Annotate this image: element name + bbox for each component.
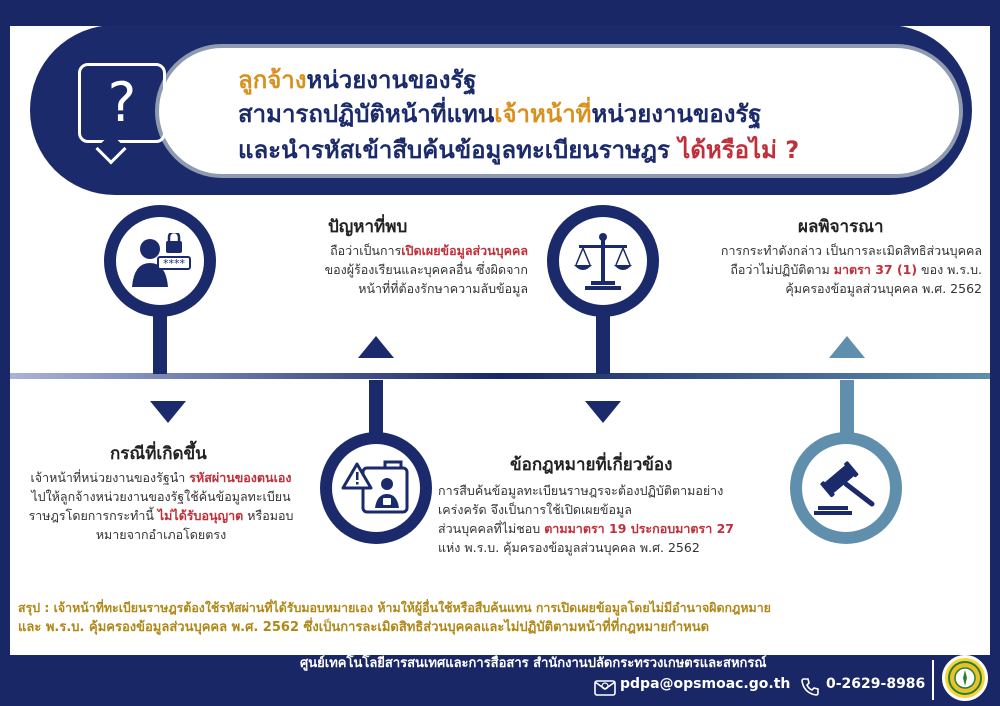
- result-heading: ผลพิจารณา: [798, 217, 884, 237]
- problem-line-3: หน้าที่ที่ต้องรักษาความลับข้อมูล: [358, 281, 528, 296]
- problem-line-2: ของผู้ร้องเรียนและบุคคลอื่น ซึ่งผิดจาก: [324, 262, 528, 277]
- result-line-2: ถือว่าไม่ปฏิบัติตาม มาตรา 37 (1) ของ พ.ร…: [730, 262, 982, 277]
- stem-1: [153, 316, 167, 374]
- result-line-1: การกระทำดังกล่าว เป็นการละเมิดสิทธิส่วนบ…: [720, 243, 982, 258]
- problem-line-1: ถือว่าเป็นการเปิดเผยข้อมูลส่วนบุคคล: [330, 243, 528, 258]
- gavel-icon: [802, 444, 890, 532]
- law-body: การสืบค้นข้อมูลทะเบียนราษฎรจะต้องปฏิบัติ…: [438, 481, 778, 557]
- law-heading: ข้อกฎหมายที่เกี่ยวข้อง: [510, 455, 673, 475]
- law-line-3: ส่วนบุคคลที่ไม่ชอบ ตามมาตรา 19 ประกอบมาต…: [438, 521, 735, 536]
- phone-icon: [800, 677, 820, 701]
- stem-4: [840, 380, 854, 440]
- law-line-1: การสืบค้นข้อมูลทะเบียนราษฎรจะต้องปฏิบัติ…: [438, 483, 724, 498]
- ministry-logo-icon: [942, 655, 988, 701]
- title-line-1: ลูกจ้างหน่วยงานของรัฐ: [238, 66, 477, 94]
- stem-2: [596, 316, 610, 374]
- case-heading: กรณีที่เกิดขึ้น: [110, 444, 207, 464]
- document-warning-circle: [320, 432, 432, 544]
- result-body: การกระทำดังกล่าว เป็นการละเมิดสิทธิส่วนบ…: [676, 241, 982, 298]
- footer-separator: [932, 660, 934, 700]
- summary-line-1: สรุป : เจ้าหน้าที่ทะเบียนราษฎรต้องใช้รหั…: [18, 600, 771, 615]
- title-line-2: สามารถปฏิบัติหน้าที่แทนเจ้าหน้าที่หน่วยง…: [238, 100, 762, 128]
- result-line-3: คุ้มครองข้อมูลส่วนบุคคล พ.ศ. 2562: [785, 281, 982, 296]
- scales-of-justice-icon: [559, 217, 647, 305]
- user-password-circle: ****: [104, 205, 216, 317]
- footer-org-name: ศูนย์เทคโนโลยีสารสนเทศและการสื่อสาร สำนั…: [300, 656, 767, 671]
- left-frame-bar: [0, 0, 10, 655]
- title-line-3: และนำรหัสเข้าสืบค้นข้อมูลทะเบียนราษฎร ได…: [238, 136, 800, 164]
- footer-email[interactable]: pdpa@opsmoac.go.th: [620, 676, 791, 692]
- arrow-down-2: [585, 401, 621, 423]
- top-frame-bar: [0, 0, 1000, 26]
- question-mark: ?: [107, 71, 137, 134]
- footer: [0, 655, 1000, 706]
- email-icon: [594, 678, 616, 700]
- arrow-up-1: [358, 336, 394, 358]
- case-line-1: เจ้าหน้าที่หน่วยงานของรัฐนำ รหัสผ่านของต…: [30, 470, 292, 485]
- right-frame-bar: [990, 0, 1000, 655]
- timeline-divider: [10, 373, 990, 379]
- title-banner-inner: [155, 44, 963, 178]
- user-password-icon: ****: [116, 217, 204, 305]
- case-body: เจ้าหน้าที่หน่วยงานของรัฐนำ รหัสผ่านของต…: [12, 468, 310, 544]
- speech-bubble-question-icon: [78, 63, 166, 143]
- arrow-down-1: [150, 401, 186, 423]
- document-warning-icon: [332, 444, 420, 532]
- footer-phone[interactable]: 0-2629-8986: [826, 676, 926, 692]
- problem-body: ถือว่าเป็นการเปิดเผยข้อมูลส่วนบุคคล ของผ…: [268, 241, 528, 298]
- law-line-4: แห่ง พ.ร.บ. คุ้มครองข้อมูลส่วนบุคคล พ.ศ.…: [438, 540, 700, 555]
- stem-3: [369, 380, 383, 440]
- gavel-circle: [790, 432, 902, 544]
- case-line-3: ราษฎรโดยการกระทำนี้ ไม่ได้รับอนุญาต หรือ…: [28, 508, 294, 523]
- svg-text:****: ****: [163, 257, 186, 270]
- summary-line-2: และ พ.ร.บ. คุ้มครองข้อมูลส่วนบุคคล พ.ศ. …: [18, 620, 710, 635]
- case-line-2: ไปให้ลูกจ้างหน่วยงานของรัฐใช้ค้นข้อมูลทะ…: [31, 489, 291, 504]
- arrow-up-2: [829, 336, 865, 358]
- scales-circle: [547, 205, 659, 317]
- case-line-4: หมายจากอำเภอโดยตรง: [95, 527, 227, 542]
- problem-heading: ปัญหาที่พบ: [328, 217, 408, 237]
- law-line-2: เคร่งครัด จึงเป็นการใช้เปิดเผยข้อมูล: [438, 502, 632, 517]
- summary: สรุป : เจ้าหน้าที่ทะเบียนราษฎรต้องใช้รหั…: [18, 598, 988, 638]
